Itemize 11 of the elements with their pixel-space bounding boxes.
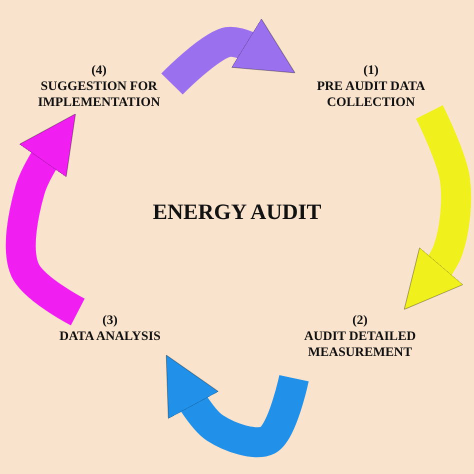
step-label: PRE AUDIT DATA COLLECTION (316, 78, 426, 110)
arrow (166, 354, 309, 458)
step-number: (3) (101, 312, 119, 328)
arrow (161, 18, 296, 95)
step-number: (2) (351, 312, 369, 328)
step-label: SUGGESTION FOR IMPLEMENTATION (36, 78, 162, 110)
step-number: (1) (362, 62, 380, 78)
step-label: DATA ANALYSIS (58, 328, 162, 344)
step-label: AUDIT DETAILED MEASUREMENT (303, 328, 417, 360)
diagram-title: ENERGY AUDIT (152, 198, 322, 226)
step-number: (4) (90, 62, 108, 78)
